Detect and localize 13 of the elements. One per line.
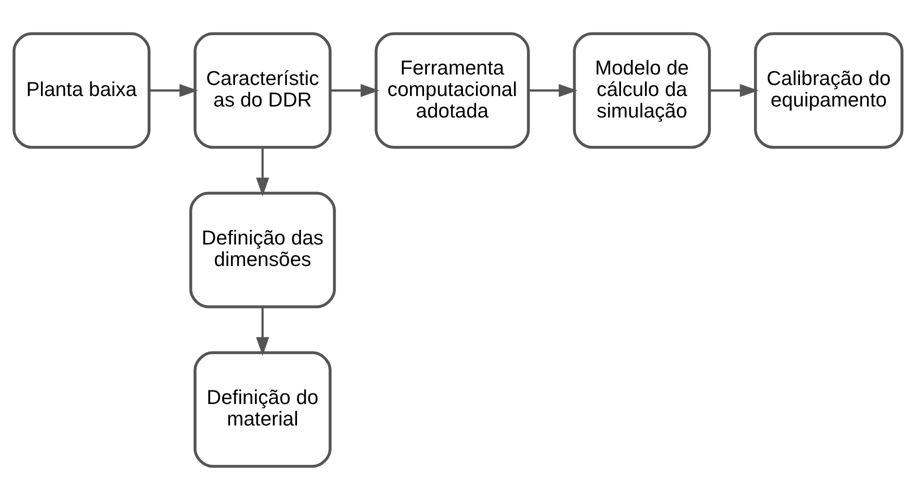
arrow [256, 148, 270, 196]
node-box: Calibração do equipamento [754, 32, 904, 149]
arrow [528, 84, 578, 98]
arrow [149, 84, 198, 98]
node-box: Planta baixa [12, 32, 150, 149]
arrow [710, 84, 759, 98]
arrow [256, 307, 270, 356]
node-box: Definição das dimensões [189, 192, 336, 308]
node-box: Modelo de cálculo da simulação [572, 32, 711, 149]
node-box: Ferramenta computacional adotada [374, 32, 530, 149]
node-box: Definição do material [194, 351, 332, 468]
node-box: Características do DDR [194, 32, 332, 149]
arrow [330, 84, 380, 98]
